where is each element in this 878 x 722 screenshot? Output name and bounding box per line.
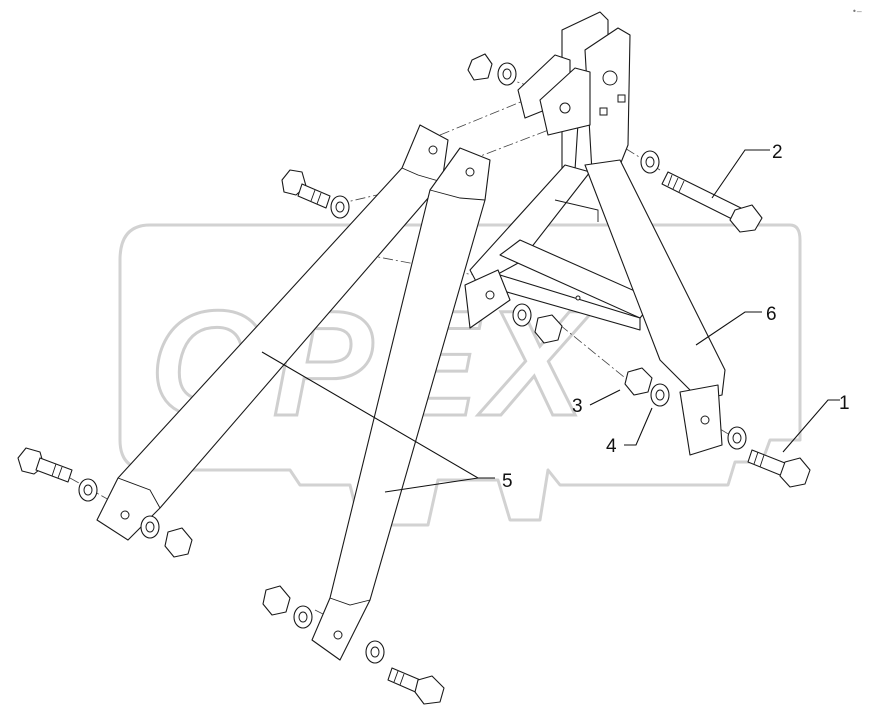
washers — [78, 62, 747, 664]
callout-4: 4 — [606, 407, 653, 457]
bolt-right — [747, 449, 811, 488]
bolt-left — [17, 447, 73, 483]
nuts — [164, 53, 653, 616]
callout-1-label: 1 — [839, 393, 850, 414]
callout-4-label: 4 — [606, 436, 617, 457]
bolt-bottom — [387, 667, 445, 705]
bolt-top-right — [661, 171, 763, 233]
callout-1: 1 — [782, 393, 850, 453]
corner-mark: •– — [852, 7, 862, 16]
callout-2: 2 — [711, 142, 783, 199]
callout-2-label: 2 — [772, 142, 783, 163]
callout-5-label: 5 — [502, 471, 513, 492]
callout-6: 6 — [695, 304, 777, 346]
callout-3-label: 3 — [572, 396, 583, 417]
right-brace-strap — [311, 147, 491, 661]
a-frame-bracket — [464, 11, 726, 456]
bolt-top-left — [281, 169, 331, 209]
callout-6-label: 6 — [766, 304, 777, 325]
left-brace-strap — [96, 124, 449, 541]
callout-5: 5 — [261, 351, 513, 493]
callout-3: 3 — [572, 389, 621, 417]
